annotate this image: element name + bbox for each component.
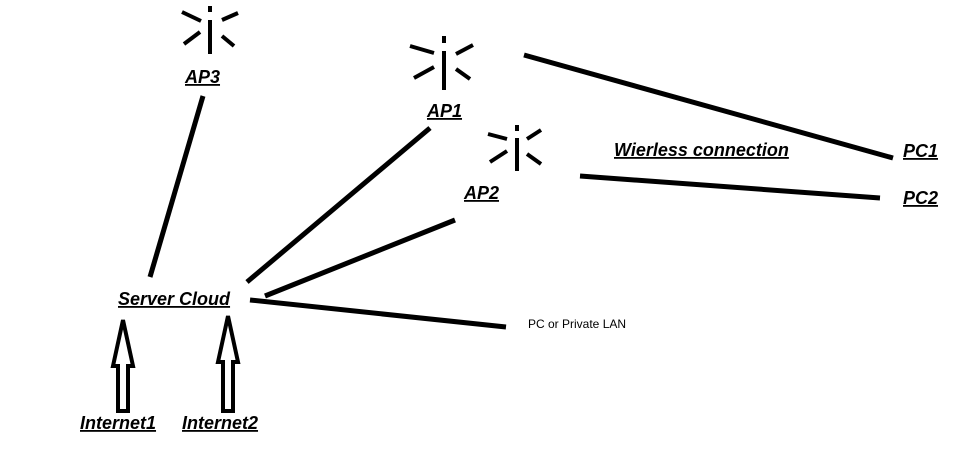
up-arrow-icon	[110, 319, 136, 413]
up-arrow-icon	[215, 315, 241, 413]
ap1-label: AP1	[426, 101, 462, 121]
ap3-label: AP3	[184, 67, 220, 87]
internet2-label: Internet2	[182, 413, 258, 433]
internet1-label: Internet1	[80, 413, 156, 433]
link-ap1-server	[245, 126, 432, 284]
ap2-label: AP2	[463, 183, 499, 203]
wireless-burst-icon	[487, 125, 543, 171]
server-cloud-label: Server Cloud	[118, 289, 231, 309]
link-ap2-server	[264, 217, 456, 299]
connections	[147, 52, 894, 330]
link-server-private-lan	[249, 297, 507, 330]
wireless-connection-label: Wierless connection	[614, 140, 789, 160]
link-ap3-server	[147, 95, 206, 278]
wireless-burst-icon	[181, 6, 239, 54]
wireless-burst-icon	[409, 36, 474, 90]
link-ap2-pc2	[579, 173, 881, 201]
pc1-label: PC1	[903, 141, 938, 161]
private-lan-label: PC or Private LAN	[528, 317, 626, 331]
pc2-label: PC2	[903, 188, 938, 208]
link-ap1-pc1	[523, 52, 894, 161]
